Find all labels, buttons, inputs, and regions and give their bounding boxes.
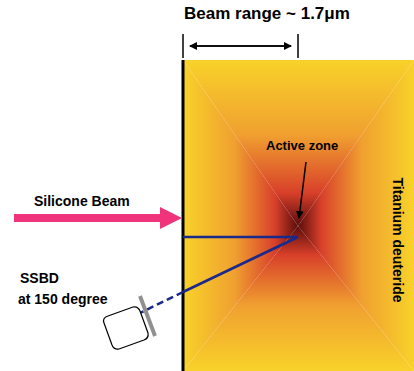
target-gradient (298, 60, 414, 371)
dimension-tick (297, 34, 299, 58)
material-label: Titanium deuteride (390, 178, 406, 303)
detector-angle-label: at 150 degree (18, 291, 108, 307)
detector-body (104, 307, 149, 349)
beam-arrow (14, 207, 182, 229)
leader-arrow (299, 162, 306, 218)
target-surface (182, 60, 185, 371)
dimension-tick (182, 34, 184, 58)
zone-label: Active zone (266, 138, 338, 153)
scatter-path (183, 237, 298, 292)
dimension-arrow (190, 45, 291, 47)
beam-label: Silicone Beam (34, 193, 130, 209)
beam-path (183, 236, 298, 239)
dimension-arrow (190, 45, 291, 47)
detector-label: SSBD (20, 270, 59, 286)
target-gradient (183, 60, 298, 371)
dimension-label: Beam range ~ 1.7μm (184, 4, 350, 24)
